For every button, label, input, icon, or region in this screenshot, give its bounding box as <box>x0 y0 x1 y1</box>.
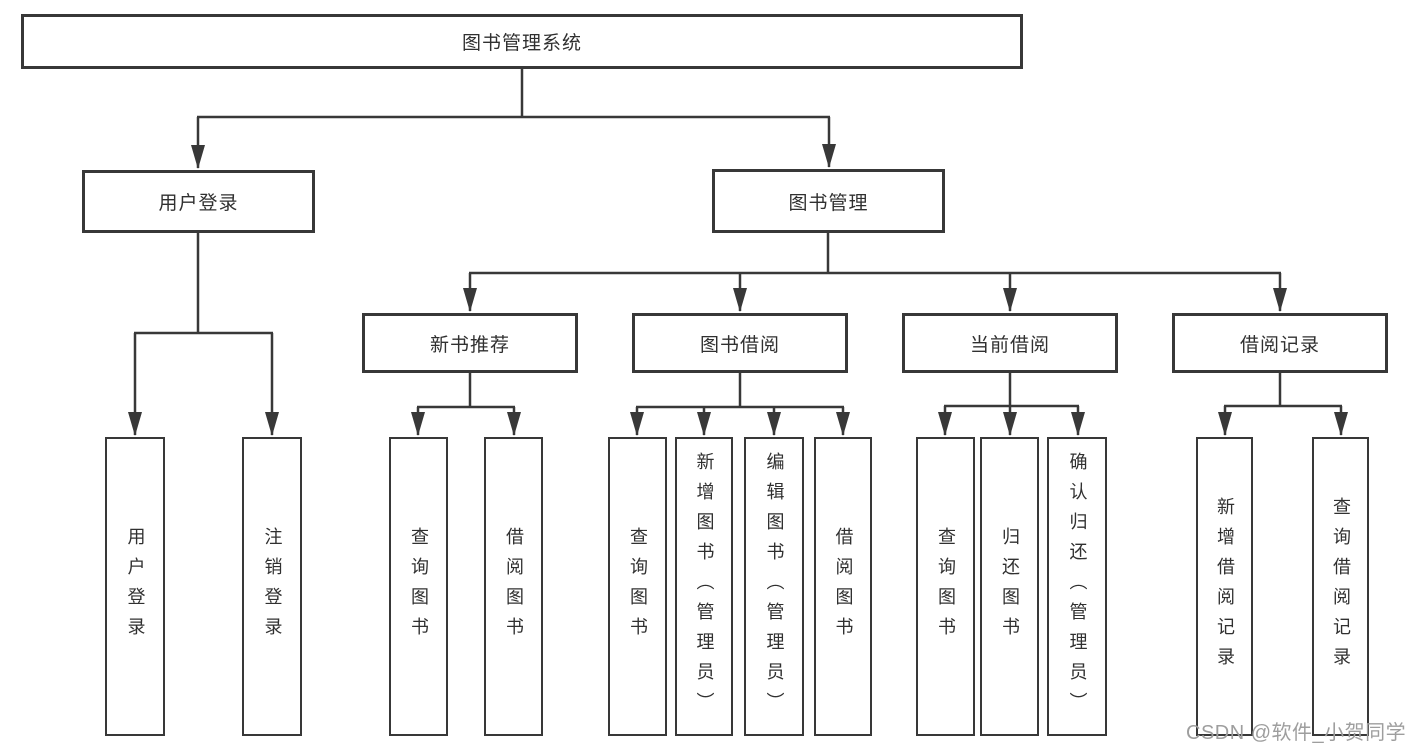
node-label: 借阅图书 <box>833 526 854 647</box>
node-label: 图书管理 <box>788 192 869 214</box>
node-label: 注销登录 <box>262 526 283 647</box>
node-library-management-system: 图书管理系统 <box>21 14 1023 69</box>
watermark: CSDN @软件_小贺同学 <box>1186 722 1405 744</box>
leaf-edit-book-admin: 编辑图书（管理员） <box>744 437 804 736</box>
node-label: 用户登录 <box>125 526 146 647</box>
node-label: 借阅记录 <box>1239 334 1320 356</box>
leaf-add-book-admin: 新增图书（管理员） <box>675 437 733 736</box>
node-new-book-recommendation: 新书推荐 <box>362 313 578 373</box>
node-label: 用户登录 <box>158 193 239 214</box>
node-label: 查询借阅记录 <box>1330 496 1351 677</box>
node-label: 当前借阅 <box>969 334 1050 356</box>
node-label: 借阅图书 <box>503 526 524 647</box>
node-book-management: 图书管理 <box>712 169 945 233</box>
node-label: 查询图书 <box>627 526 648 647</box>
node-label: 新增图书（管理员） <box>694 451 715 722</box>
node-label: 图书借阅 <box>699 334 780 356</box>
leaf-add-borrow-record: 新增借阅记录 <box>1196 437 1253 736</box>
node-borrowing-records: 借阅记录 <box>1172 313 1388 373</box>
leaf-user-login: 用户登录 <box>105 437 165 736</box>
leaf-return-books: 归还图书 <box>980 437 1039 736</box>
leaf-query-books-recommendation: 查询图书 <box>389 437 448 736</box>
node-user-login: 用户登录 <box>82 170 315 233</box>
leaf-confirm-return-admin: 确认归还（管理员） <box>1047 437 1107 736</box>
leaf-query-borrow-record: 查询借阅记录 <box>1312 437 1369 736</box>
leaf-query-books-borrowing: 查询图书 <box>608 437 667 736</box>
node-label: 归还图书 <box>999 526 1020 647</box>
leaf-query-books-current: 查询图书 <box>916 437 975 736</box>
leaf-borrow-books: 借阅图书 <box>814 437 872 736</box>
node-book-borrowing: 图书借阅 <box>632 313 848 373</box>
leaf-logout: 注销登录 <box>242 437 302 736</box>
node-label: 图书管理系统 <box>461 33 582 54</box>
node-label: 查询图书 <box>935 526 956 647</box>
node-label: 新书推荐 <box>429 334 510 356</box>
node-label: 编辑图书（管理员） <box>764 451 785 722</box>
node-label: 查询图书 <box>408 526 429 647</box>
node-label: 确认归还（管理员） <box>1067 451 1088 722</box>
node-label: 新增借阅记录 <box>1214 496 1235 677</box>
leaf-borrow-books-recommendation: 借阅图书 <box>484 437 543 736</box>
node-current-borrowing: 当前借阅 <box>902 313 1118 373</box>
